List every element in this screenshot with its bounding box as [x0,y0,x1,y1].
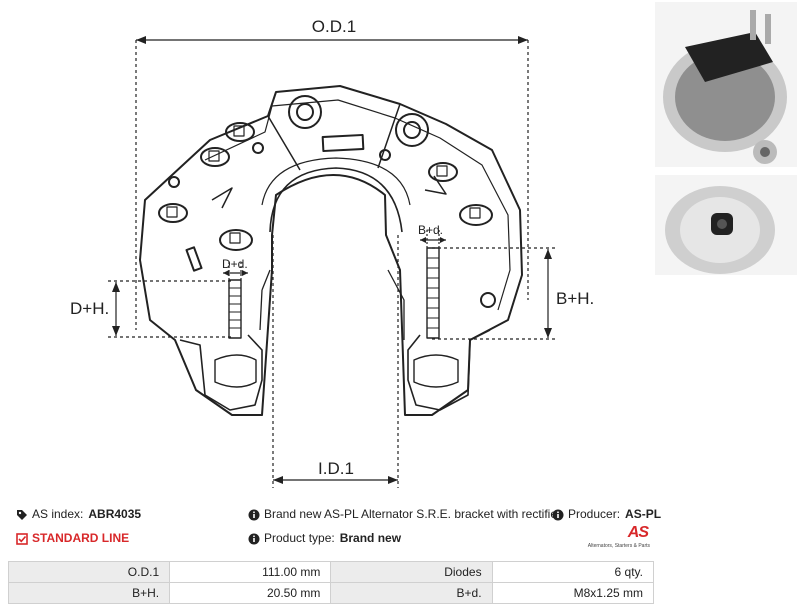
dd-label: D+d. [222,257,248,271]
bd-label: B+d. [418,223,443,237]
info-icon [552,509,564,520]
spec-table: O.D.1 111.00 mm Diodes 6 qty. B+H. 20.50… [7,561,655,604]
producer: Producer: AS-PL [552,507,661,521]
spec-key: Diodes [330,561,493,583]
as-index: AS index: ABR4035 [16,507,141,521]
table-row: O.D.1 111.00 mm Diodes 6 qty. [7,561,655,583]
line-badge: STANDARD LINE [16,531,129,545]
spec-value: M8x1.25 mm [491,582,655,604]
description: Brand new AS-PL Alternator S.R.E. bracke… [248,507,561,521]
technical-drawing: O.D.1 I.D.1 D+H. B+H. D+d. B+d. [70,17,595,488]
tag-icon [16,509,27,520]
product-photo-bottom[interactable] [655,175,797,275]
table-row: B+H. 20.50 mm B+d. M8x1.25 mm [7,582,655,604]
spec-key: O.D.1 [7,561,171,583]
description-text: Brand new AS-PL Alternator S.R.E. bracke… [264,507,562,521]
producer-value: AS-PL [625,507,662,521]
as-index-value: ABR4035 [88,507,142,521]
product-photo-top[interactable] [655,2,797,167]
as-pl-logo: AS Alternators, Starters & Parts [586,524,650,552]
spec-value: 6 qty. [491,561,655,583]
logo-text: AS [627,524,649,541]
spec-key: B+d. [330,582,493,604]
product-type: Product type: Brand new [248,531,401,545]
as-index-label: AS index: [32,507,84,521]
info-icon [248,509,260,520]
od-label: O.D.1 [312,17,356,36]
bracket-outline [139,85,523,416]
spec-value: 20.50 mm [169,582,332,604]
info-icon [248,533,260,544]
spec-value: 111.00 mm [169,561,332,583]
bh-label: B+H. [556,289,594,308]
product-type-value: Brand new [339,531,402,545]
id-label: I.D.1 [318,459,354,478]
line-label: STANDARD LINE [32,531,130,545]
info-strip: AS index: ABR4035 STANDARD LINE Brand ne… [0,500,800,560]
logo-tagline: Alternators, Starters & Parts [587,543,650,549]
dh-label: D+H. [70,299,109,318]
product-type-label: Product type: [264,531,335,545]
checkbox-icon [16,532,28,545]
spec-key: B+H. [7,582,171,604]
producer-label: Producer: [568,507,621,521]
